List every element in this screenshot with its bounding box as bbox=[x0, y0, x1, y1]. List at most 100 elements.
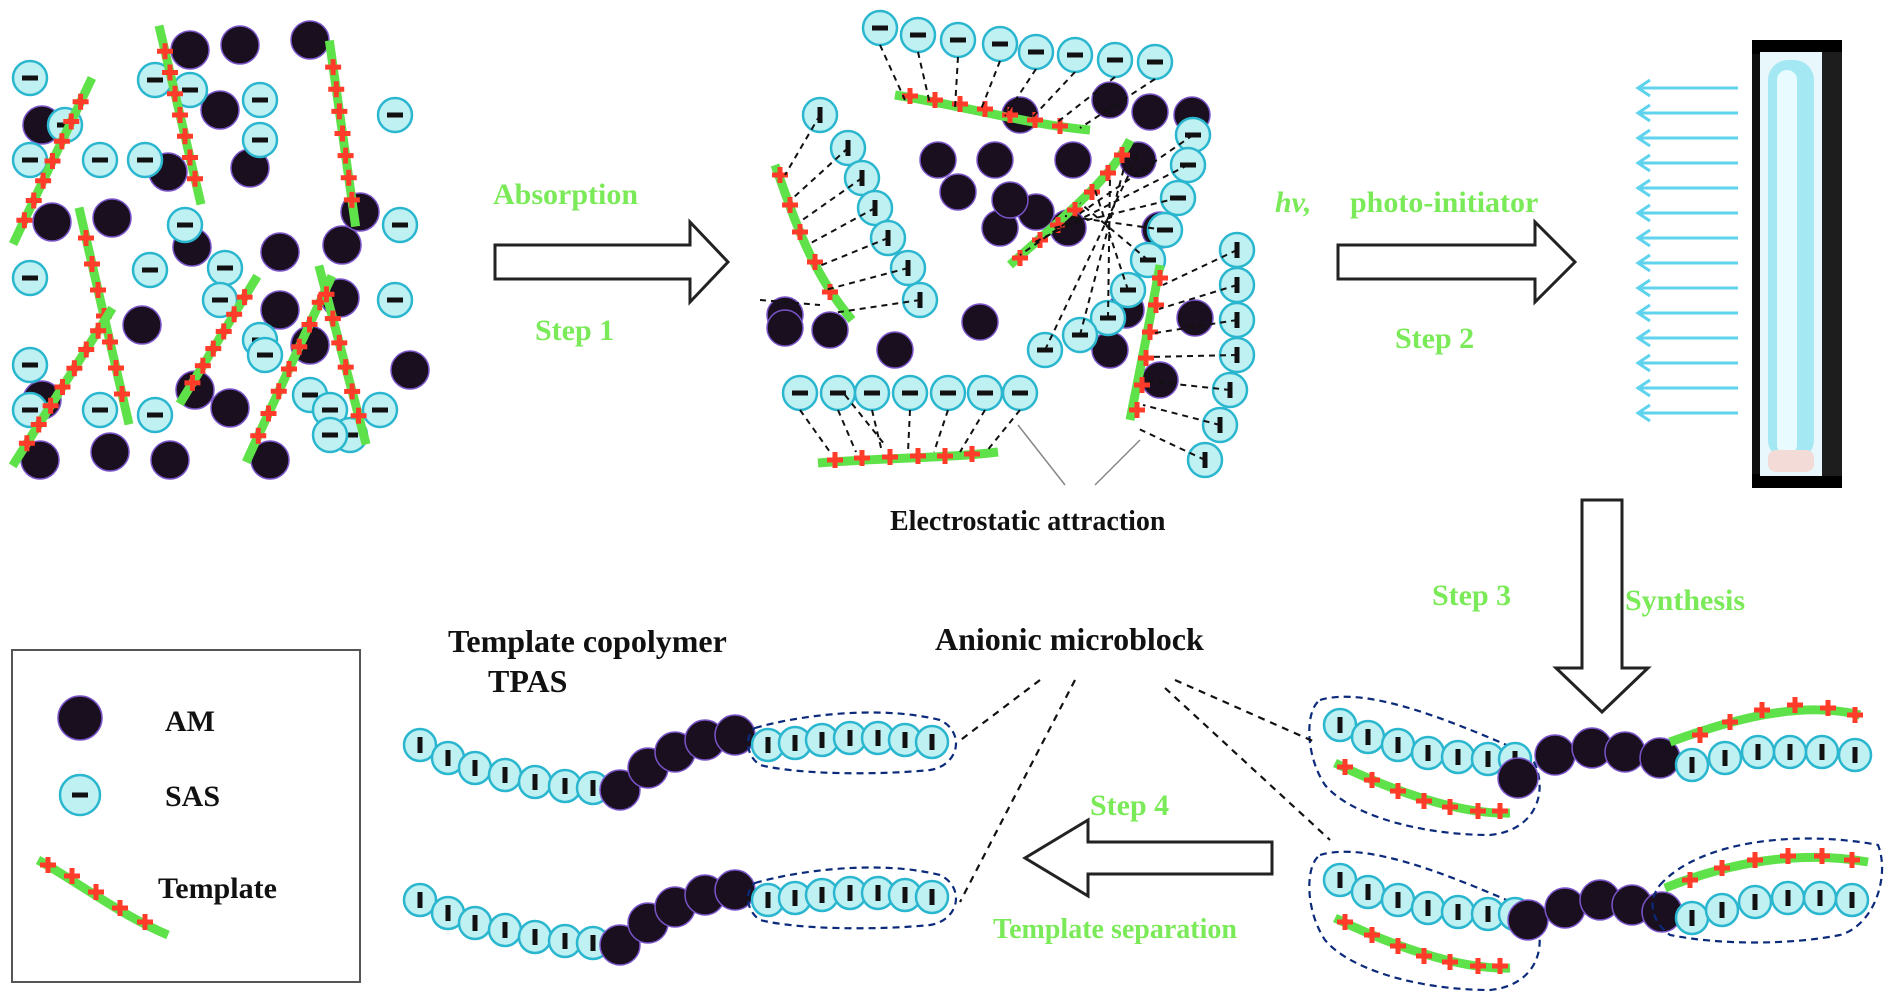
electrostatic-bond bbox=[799, 409, 831, 453]
am-molecule bbox=[976, 141, 1014, 179]
electrostatic-bond bbox=[1142, 404, 1221, 426]
sas-molecule bbox=[1056, 36, 1094, 74]
sas-molecule bbox=[1804, 734, 1840, 770]
am-molecule bbox=[260, 290, 300, 330]
template-separation-label: Template separation bbox=[993, 914, 1237, 945]
electrostatic-bond bbox=[1162, 249, 1238, 286]
step1-label: Step 1 bbox=[535, 314, 614, 347]
sas-molecule bbox=[1704, 892, 1740, 928]
electrostatic-bond bbox=[1146, 380, 1231, 391]
sas-molecule bbox=[81, 391, 119, 429]
step2-label: Step 2 bbox=[1395, 322, 1474, 355]
electrostatic-bond bbox=[1054, 76, 1116, 125]
sas-molecule bbox=[402, 882, 438, 918]
electrostatic-bond bbox=[784, 114, 821, 176]
template-strand bbox=[1663, 848, 1869, 893]
sas-molecule bbox=[381, 206, 419, 244]
am-molecule bbox=[220, 25, 260, 65]
electrostatic-bond bbox=[985, 409, 1021, 453]
legend-box: AM SAS Template bbox=[11, 649, 361, 983]
sas-molecule bbox=[206, 249, 244, 287]
electrostatic-bond bbox=[933, 409, 949, 453]
sas-molecule bbox=[1380, 727, 1416, 763]
uv-ray-arrow bbox=[1635, 178, 1738, 198]
uv-ray-arrow bbox=[1635, 253, 1738, 273]
template-strand bbox=[894, 88, 1091, 135]
uv-ray-arrow bbox=[1635, 303, 1738, 323]
sas-molecule bbox=[1674, 900, 1710, 936]
sas-molecule bbox=[126, 141, 164, 179]
uv-ray-arrow bbox=[1635, 203, 1738, 223]
template-strand bbox=[154, 24, 206, 206]
legend-am-label: AM bbox=[165, 705, 215, 738]
am-molecule bbox=[322, 225, 362, 265]
electrostatic-bond bbox=[1158, 284, 1238, 310]
am-molecule bbox=[811, 311, 849, 349]
am-molecule bbox=[1544, 887, 1586, 929]
electrostatic-bond bbox=[1094, 189, 1129, 291]
am-molecule bbox=[1176, 299, 1214, 337]
am-molecule bbox=[599, 769, 641, 811]
am-molecule bbox=[92, 198, 132, 238]
sas-molecule bbox=[402, 727, 438, 763]
sas-molecule bbox=[1837, 737, 1873, 773]
electrostatic-bond bbox=[959, 409, 986, 453]
am-molecule bbox=[290, 20, 330, 60]
sas-molecule bbox=[136, 396, 174, 434]
sas-molecule bbox=[58, 773, 102, 817]
sas-molecule bbox=[1737, 884, 1773, 920]
sas-molecule bbox=[891, 374, 929, 412]
sas-molecule bbox=[781, 374, 819, 412]
uv-ray-arrow bbox=[1635, 353, 1738, 373]
electrostatic-bond bbox=[1079, 78, 1156, 129]
step3-label: Step 3 bbox=[1432, 579, 1511, 612]
sas-molecule bbox=[1001, 374, 1039, 412]
uv-ray-arrow bbox=[1635, 128, 1738, 148]
sas-molecule bbox=[1674, 747, 1710, 783]
sas-molecule bbox=[1410, 890, 1446, 926]
am-molecule bbox=[150, 440, 190, 480]
template-copolymer-label: Template copolymer bbox=[448, 623, 727, 659]
anionic-microblock-label: Anionic microblock bbox=[935, 621, 1204, 657]
sas-molecule bbox=[1740, 734, 1776, 770]
am-molecule bbox=[1131, 93, 1169, 131]
sas-molecule bbox=[1322, 862, 1358, 898]
am-molecule bbox=[1534, 734, 1576, 776]
sas-molecule bbox=[1440, 739, 1476, 775]
template-strand bbox=[1333, 913, 1511, 974]
electrostatic-bond bbox=[917, 51, 931, 105]
sas-molecule bbox=[914, 879, 950, 915]
electrostatic-bond bbox=[1150, 354, 1238, 358]
templated-chains-panel bbox=[1308, 695, 1884, 992]
am-molecule bbox=[390, 350, 430, 390]
uv-ray-arrow bbox=[1635, 103, 1738, 123]
absorbed-panel bbox=[759, 9, 1256, 486]
uv-lamp-group bbox=[1635, 40, 1842, 488]
template-strand bbox=[242, 274, 336, 464]
sas-molecule bbox=[166, 206, 204, 244]
template-strand bbox=[175, 273, 262, 407]
sas-molecule bbox=[860, 720, 896, 756]
electrostatic-bond bbox=[837, 409, 857, 453]
am-molecule bbox=[599, 924, 641, 966]
sas-molecule bbox=[1350, 719, 1386, 755]
template-strand bbox=[1668, 697, 1863, 747]
sas-molecule bbox=[241, 81, 279, 119]
sas-molecule bbox=[914, 724, 950, 760]
sas-molecule bbox=[981, 25, 1019, 63]
sas-molecule bbox=[376, 96, 414, 134]
sas-molecule bbox=[131, 251, 169, 289]
am-molecule bbox=[1091, 81, 1129, 119]
sas-molecule bbox=[1017, 33, 1055, 71]
template-strand bbox=[770, 163, 856, 323]
anionic-microblock-outline bbox=[747, 711, 958, 775]
am-molecule bbox=[1507, 899, 1549, 941]
electrostatic-bond bbox=[792, 147, 849, 199]
sas-molecule bbox=[861, 9, 899, 47]
sas-molecule bbox=[376, 281, 414, 319]
template-strand bbox=[324, 39, 361, 228]
electrostatic-bond bbox=[824, 267, 909, 291]
electrostatic-bond bbox=[907, 409, 911, 453]
uv-ray-arrow bbox=[1635, 153, 1738, 173]
sas-molecule bbox=[1440, 894, 1476, 930]
